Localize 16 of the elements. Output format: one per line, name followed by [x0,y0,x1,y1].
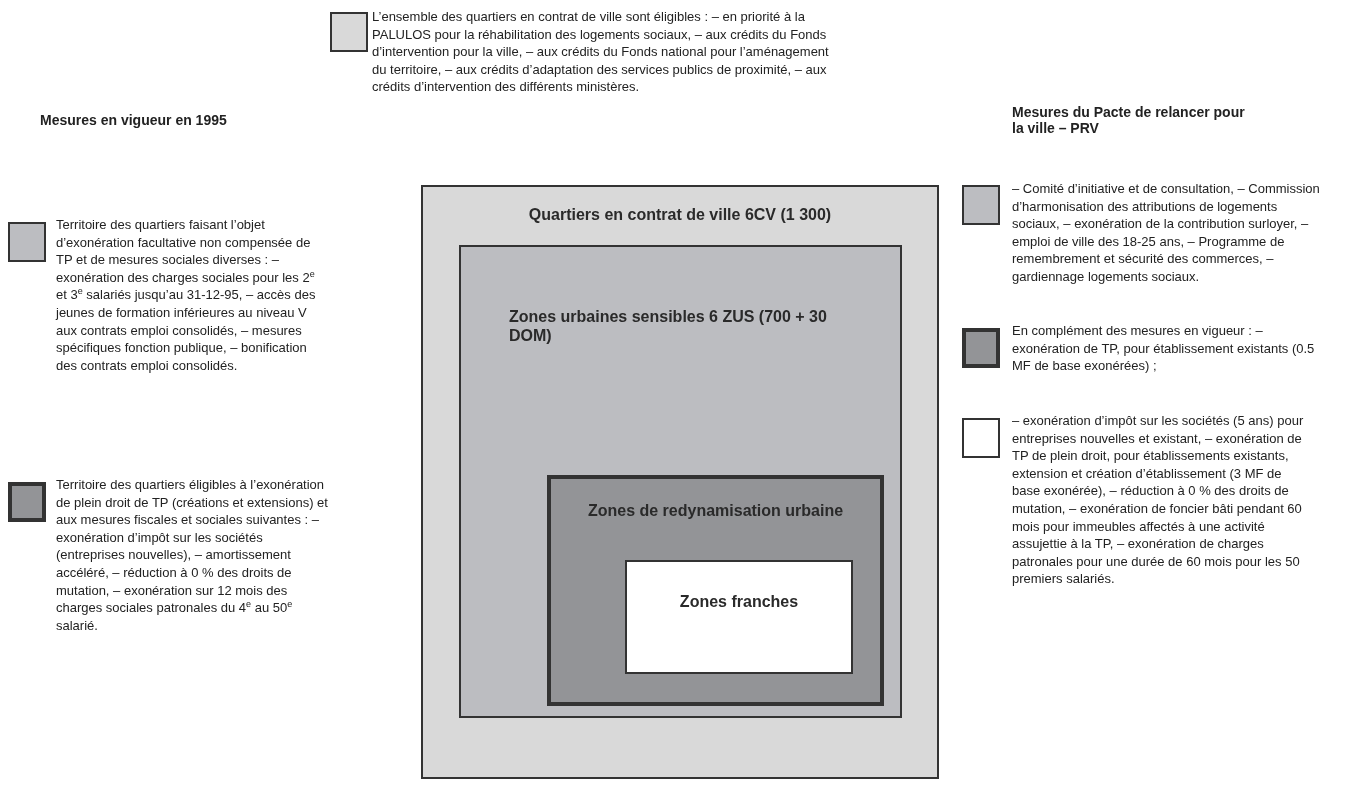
legend-text: Territoire des quartiers éligibles à l’exonération de plein droit de TP (créations et extensions) et aux mesures fiscales et sociales suivantes : – exonération d’impôt sur les sociétés (entreprises nouvelles), – amortissement accéléré, – réduction à 0 % des droits de mutation, – exonération sur 12 mois des charges sociales patronales du 4$^{e}$ au 50$^{e}$ salarié. [56,476,328,635]
legend-text: L’ensemble des quartiers en contrat de ville sont éligibles : – en priorité à la PALULOS pour la réhabilitation des logements sociaux, – aux crédits du Fonds d’intervention pour la ville, – aux crédits du Fonds national pour l’aménagement du territoire, – aux crédits d’adaptation des services publics de proximité, – aux crédits d’intervention des différents ministères. [372,8,830,96]
zone-box [547,475,884,706]
legend-text: Territoire des quartiers faisant l’objet d’exonération facultative non compensée de TP et de mesures sociales diverses : – exonération des charges sociales pour les 2$^{e}$ et 3$^{e}$ salariés jusqu’au 31-12-95, – accès des jeunes de formation inférieures au niveau V aux contrats emploi consolidés, – mesures spécifiques fonction publique, – bonification des contrats emploi consolidés. [56,216,317,375]
zone-title: Zones franches [678,592,800,611]
area-box [421,185,939,779]
zone-box [459,245,902,718]
column-heading: Mesures du Pacte de relancer pour la ville – PRV [1012,104,1246,136]
zone-title: Zones de redynamisation urbaine [586,501,845,520]
legend-text: – exonération d’impôt sur les sociétés (5 ans) pour entreprises nouvelles et existant, – exonération de TP de plein droit, pour établissements existants, extension et création d’établissement (3 MF de base exonérée), – réduction à 0 % des droits de mutation, – exonération de foncier bâti pendant 60 mois pour immeubles affectés à une activité assujettie à la TP, – exonération de charges patronales pour une durée de 60 mois pour les 50 premiers salariés. [1012,412,1305,588]
column-heading: Mesures en vigueur en 1995 [40,112,228,128]
zone-title: Quartiers en contrat de ville 6CV (1 300) [527,205,833,224]
legend-text: – Comité d’initiative et de consultation, – Commission d’harmonisation des attributions de logements sociaux, – exonération de la contribution surloyer, – emploi de ville des 18-25 ans, – Programme de remembrement et sécurité des commerces, – gardiennage logements sociaux. [1012,180,1321,286]
legend-text: En complément des mesures en vigueur : – exonération de TP, pour établissement existants (0.5 MF de base exonérées) ; [1012,322,1316,375]
zone-title: Zones urbaines sensibles 6 ZUS (700 + 30 DOM) [509,307,828,345]
zone-box [625,560,853,674]
